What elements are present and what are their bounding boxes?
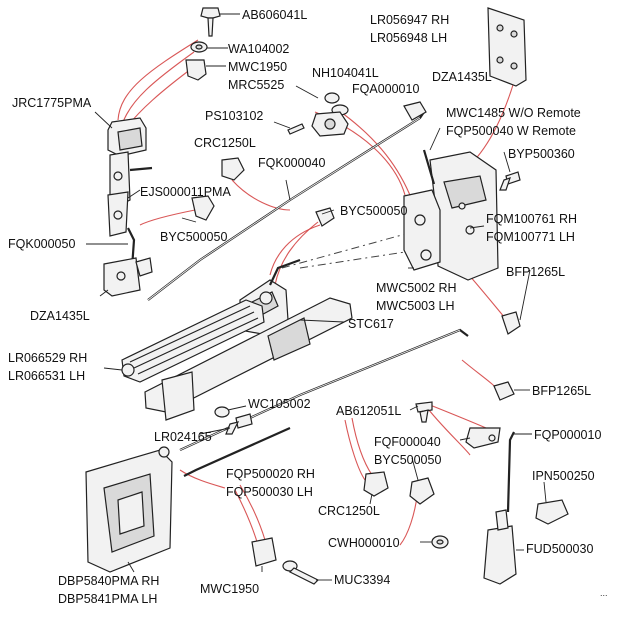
bellcrank-fqf000040 — [465, 427, 501, 449]
screw-muc3394 — [282, 560, 320, 585]
label-fqp500040: FQP500040 W Remote — [446, 124, 576, 138]
label-dza1435l-top: DZA1435L — [432, 70, 492, 84]
label-wa104002: WA104002 — [228, 42, 289, 56]
label-mwc5003: MWC5003 LH — [376, 299, 455, 313]
inner-handle-dbp5840pma — [85, 446, 173, 573]
latch-fqm100761 — [403, 149, 499, 281]
label-jrc1775pma: JRC1775PMA — [12, 96, 92, 110]
label-fqp500020: FQP500020 RH — [226, 467, 315, 481]
label-lr056948: LR056948 LH — [370, 31, 447, 45]
clip-crc1250l-top — [221, 157, 245, 181]
label-lr066529: LR066529 RH — [8, 351, 87, 365]
label-fqp500030: FQP500030 LH — [226, 485, 313, 499]
label-mwc1950-bottom: MWC1950 — [200, 582, 259, 596]
actuator-fud500030 — [483, 509, 517, 585]
label-mrc5525: MRC5525 — [228, 78, 284, 92]
latch-jrc1775pma — [107, 117, 153, 237]
clip-dza1435l-top — [403, 101, 427, 121]
label-mwc5002: MWC5002 RH — [376, 281, 457, 295]
label-bfp1265l-a: BFP1265L — [506, 265, 565, 279]
screw-ab606041l — [200, 7, 221, 37]
part-labels: AB606041L WA104002 MWC1950 MRC5525 NH104… — [8, 8, 608, 606]
screw-ab612051l — [415, 401, 433, 423]
label-dza1435l-left: DZA1435L — [30, 309, 90, 323]
leader-lines — [86, 13, 547, 581]
label-fud500030: FUD500030 — [526, 542, 593, 556]
label-crc1250l-top: CRC1250L — [194, 136, 256, 150]
label-fqk000050: FQK000050 — [8, 237, 75, 251]
label-lr056947: LR056947 RH — [370, 13, 449, 27]
label-ps103102: PS103102 — [205, 109, 263, 123]
clip-bfp1265l-a — [501, 311, 521, 335]
label-fqm100771: FQM100771 LH — [486, 230, 575, 244]
pin-ps103102 — [287, 123, 305, 135]
label-byp500360: BYP500360 — [508, 147, 575, 161]
label-byc500050-a: BYC500050 — [340, 204, 407, 218]
label-fqp000010: FQP000010 — [534, 428, 601, 442]
clip-bfp1265l-b — [493, 381, 515, 401]
label-nh104041l: NH104041L — [312, 66, 379, 80]
rod-fqp000010 — [506, 431, 515, 513]
handle-lr066529 — [121, 299, 265, 383]
parts — [85, 7, 569, 585]
label-byc500050-c: BYC500050 — [374, 453, 441, 467]
label-lr066531: LR066531 LH — [8, 369, 85, 383]
label-crc1250l-bottom: CRC1250L — [318, 504, 380, 518]
centre-line — [281, 229, 421, 269]
corner-mark: ... — [600, 588, 608, 598]
clip-mwc1950-bottom — [251, 537, 277, 567]
label-lr024165: LR024165 — [154, 430, 212, 444]
bracket-lr024165 — [161, 371, 195, 421]
label-ejs000011pma: EJS000011PMA — [140, 185, 231, 199]
clip-byc500050-c — [409, 477, 435, 505]
rod-fqp000010-long — [179, 328, 469, 451]
clip-ipn500250 — [535, 499, 569, 525]
label-muc3394: MUC3394 — [334, 573, 390, 587]
label-wc105002: WC105002 — [248, 397, 311, 411]
lever-mrc5525 — [311, 111, 349, 137]
label-ab612051l: AB612051L — [336, 404, 401, 418]
label-dbp5841pma: DBP5841PMA LH — [58, 592, 157, 606]
rod-fqp500020 — [183, 426, 291, 477]
label-byc500050-b: BYC500050 — [160, 230, 227, 244]
label-ipn500250: IPN500250 — [532, 469, 595, 483]
clip-mwc1950-top — [185, 59, 207, 81]
screw-lr024165 — [235, 413, 253, 429]
nut-nh104041l — [324, 92, 340, 104]
label-mwc1950-top: MWC1950 — [228, 60, 287, 74]
label-fqm100761: FQM100761 RH — [486, 212, 577, 226]
label-mwc1485: MWC1485 W/O Remote — [446, 106, 581, 120]
clip-byc500050-a — [191, 195, 215, 221]
clip-dza1435l-left — [103, 257, 153, 297]
label-fqk000040: FQK000040 — [258, 156, 325, 170]
label-bfp1265l-b: BFP1265L — [532, 384, 591, 398]
label-dbp5840pma: DBP5840PMA RH — [58, 574, 159, 588]
clip-crc1250l-bottom — [363, 471, 389, 497]
label-fqa000010: FQA000010 — [352, 82, 419, 96]
escutcheon-stc617 — [144, 297, 353, 413]
label-cwh000010: CWH000010 — [328, 536, 400, 550]
plate-lr056947 — [487, 7, 527, 87]
washer-wc105002 — [214, 406, 230, 418]
label-stc617: STC617 — [348, 317, 394, 331]
clip-byc500050-b — [315, 207, 335, 227]
label-fqf000040: FQF000040 — [374, 435, 441, 449]
label-ab606041l: AB606041L — [242, 8, 307, 22]
